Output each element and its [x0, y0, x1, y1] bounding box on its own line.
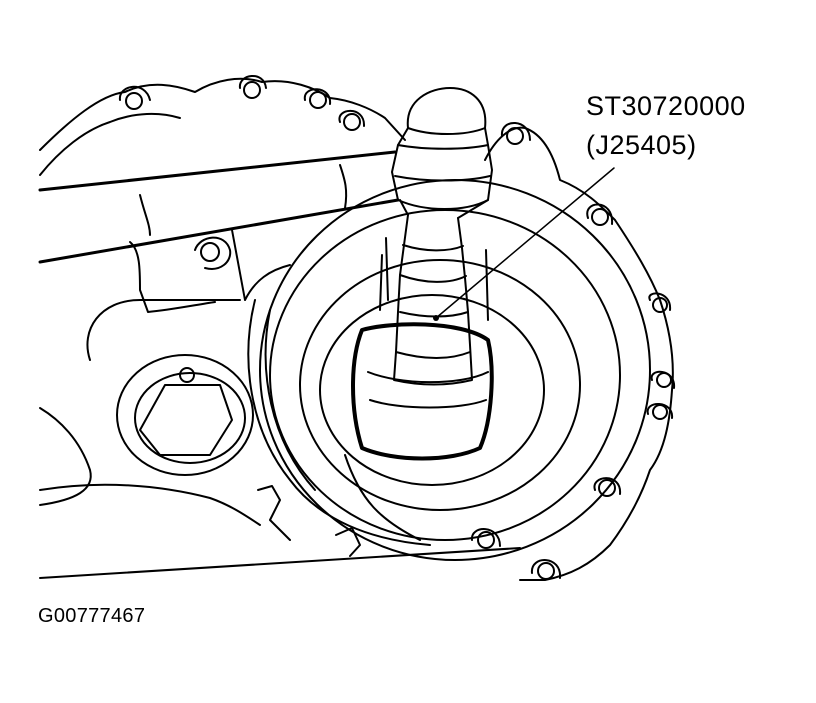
bolt-hole: [478, 532, 494, 548]
hammer-head: [392, 88, 492, 218]
callout-leader-line: [436, 168, 614, 318]
bolt-hole: [653, 405, 667, 419]
case-bracket: [40, 230, 290, 505]
bolt-hole: [538, 563, 554, 579]
bottom-flange: [40, 455, 520, 578]
figure-id: G00777467: [38, 605, 146, 627]
hammer-handle: [40, 152, 398, 262]
bolt-hole: [126, 93, 142, 109]
case-outline: [40, 76, 674, 580]
lower-boss: [117, 355, 253, 475]
collar-ring: [353, 324, 492, 458]
bore-rings: [248, 180, 650, 560]
drift-tool: [380, 215, 488, 385]
collar-detail: [368, 372, 488, 408]
bolt-hole: [310, 92, 326, 108]
bolt-hole: [599, 480, 615, 496]
tool-alt-part-number: (J25405): [586, 130, 697, 160]
bolt-hole: [344, 114, 360, 130]
tool-part-number: ST30720000: [586, 91, 746, 121]
bolt-hole: [507, 128, 523, 144]
bolt-hole: [592, 209, 608, 225]
callout-leader-dot: [433, 315, 439, 321]
handle-shading: [140, 165, 346, 235]
bolt-hole: [244, 82, 260, 98]
bolt-hole: [653, 298, 667, 312]
